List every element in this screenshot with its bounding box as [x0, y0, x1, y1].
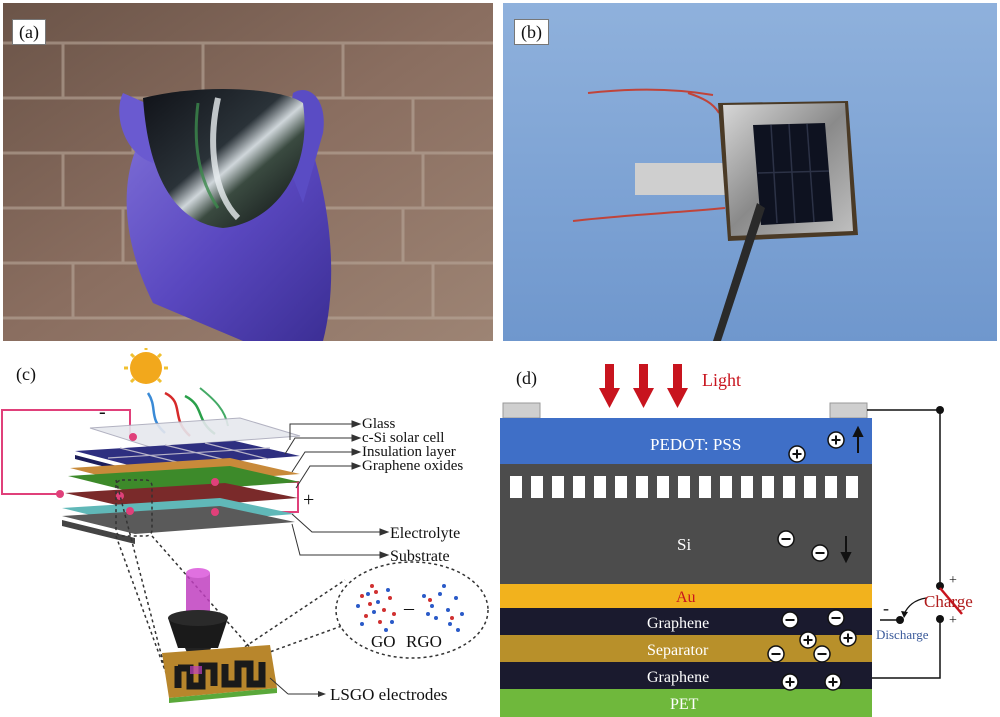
label-si: Si [677, 535, 691, 554]
label-insulation-layer: Insulation layer [362, 444, 456, 460]
si-texture-gap [678, 476, 690, 498]
label-substrate: Substrate [390, 548, 450, 565]
si-texture-gap [699, 476, 711, 498]
si-texture-gap [741, 476, 753, 498]
plus-terminal-bottom: + [949, 613, 957, 628]
panel-c-schematic: - + [0, 348, 500, 717]
si-texture-gap [783, 476, 795, 498]
si-texture-gap [636, 476, 648, 498]
label-lsgo-electrodes: LSGO electrodes [330, 685, 448, 704]
label-au: Au [676, 589, 696, 606]
label-go: GO [371, 632, 396, 651]
label-glass: Glass [362, 416, 395, 432]
si-texture-gap [615, 476, 627, 498]
flexible-wafer-photo [3, 3, 493, 341]
label-charge: Charge [924, 592, 973, 611]
panel-a-photo: (a) [3, 3, 493, 341]
integrated-device-schematic: - + [1, 348, 489, 704]
panel-d-diagram: Light PEDOT: PSS Si Au Graphene Separato… [500, 348, 1000, 717]
panel-c-label: (c) [16, 364, 36, 384]
panel-a-label: (a) [12, 19, 46, 45]
si-texture-gap [552, 476, 564, 498]
label-graphene-bottom: Graphene [647, 669, 709, 686]
minus-terminal: - [883, 598, 889, 618]
laser-head-icon [168, 568, 228, 668]
panel-b-photo: (b) [503, 3, 997, 341]
si-texture-gap [825, 476, 837, 498]
si-texture-gap [720, 476, 732, 498]
si-texture-gap [531, 476, 543, 498]
si-texture-gap [657, 476, 669, 498]
label-csi-solar-cell: c-Si solar cell [362, 430, 444, 446]
si-texture-gap [594, 476, 606, 498]
label-rgo: RGO [406, 632, 442, 651]
sun-icon [124, 348, 168, 384]
layer-graphene-top [500, 608, 872, 635]
minus-sign-c: - [99, 401, 106, 423]
label-graphene-oxides: Graphene oxides [362, 458, 463, 474]
si-texture-gap [846, 476, 858, 498]
si-texture-gap [762, 476, 774, 498]
label-electrolyte: Electrolyte [390, 525, 460, 542]
panel-d-label: (d) [516, 368, 537, 388]
light-arrows [599, 364, 688, 408]
plus-terminal-top: + [949, 573, 957, 588]
label-discharge: Discharge [876, 627, 929, 642]
panel-b-label: (b) [514, 19, 549, 45]
layer-au [500, 584, 872, 608]
layer-pet [500, 689, 872, 717]
layer-graphene-bottom [500, 662, 872, 689]
label-light: Light [702, 370, 741, 390]
plus-sign-c: + [303, 489, 314, 511]
solar-supercapacitor-layer-diagram: Light PEDOT: PSS Si Au Graphene Separato… [500, 364, 973, 717]
label-graphene-top: Graphene [647, 615, 709, 632]
solar-cell-device-photo [503, 3, 997, 341]
go-rgo-bubble: – GO RGO [335, 561, 489, 659]
label-pet: PET [670, 696, 699, 713]
si-texture-gap [510, 476, 522, 498]
si-texture-gap [804, 476, 816, 498]
label-pedot-pss: PEDOT: PSS [650, 435, 741, 454]
si-texture-gap [573, 476, 585, 498]
layer-pedot-pss [500, 418, 872, 464]
label-separator: Separator [647, 642, 709, 659]
go-to-rgo-arrow: – [403, 597, 415, 619]
